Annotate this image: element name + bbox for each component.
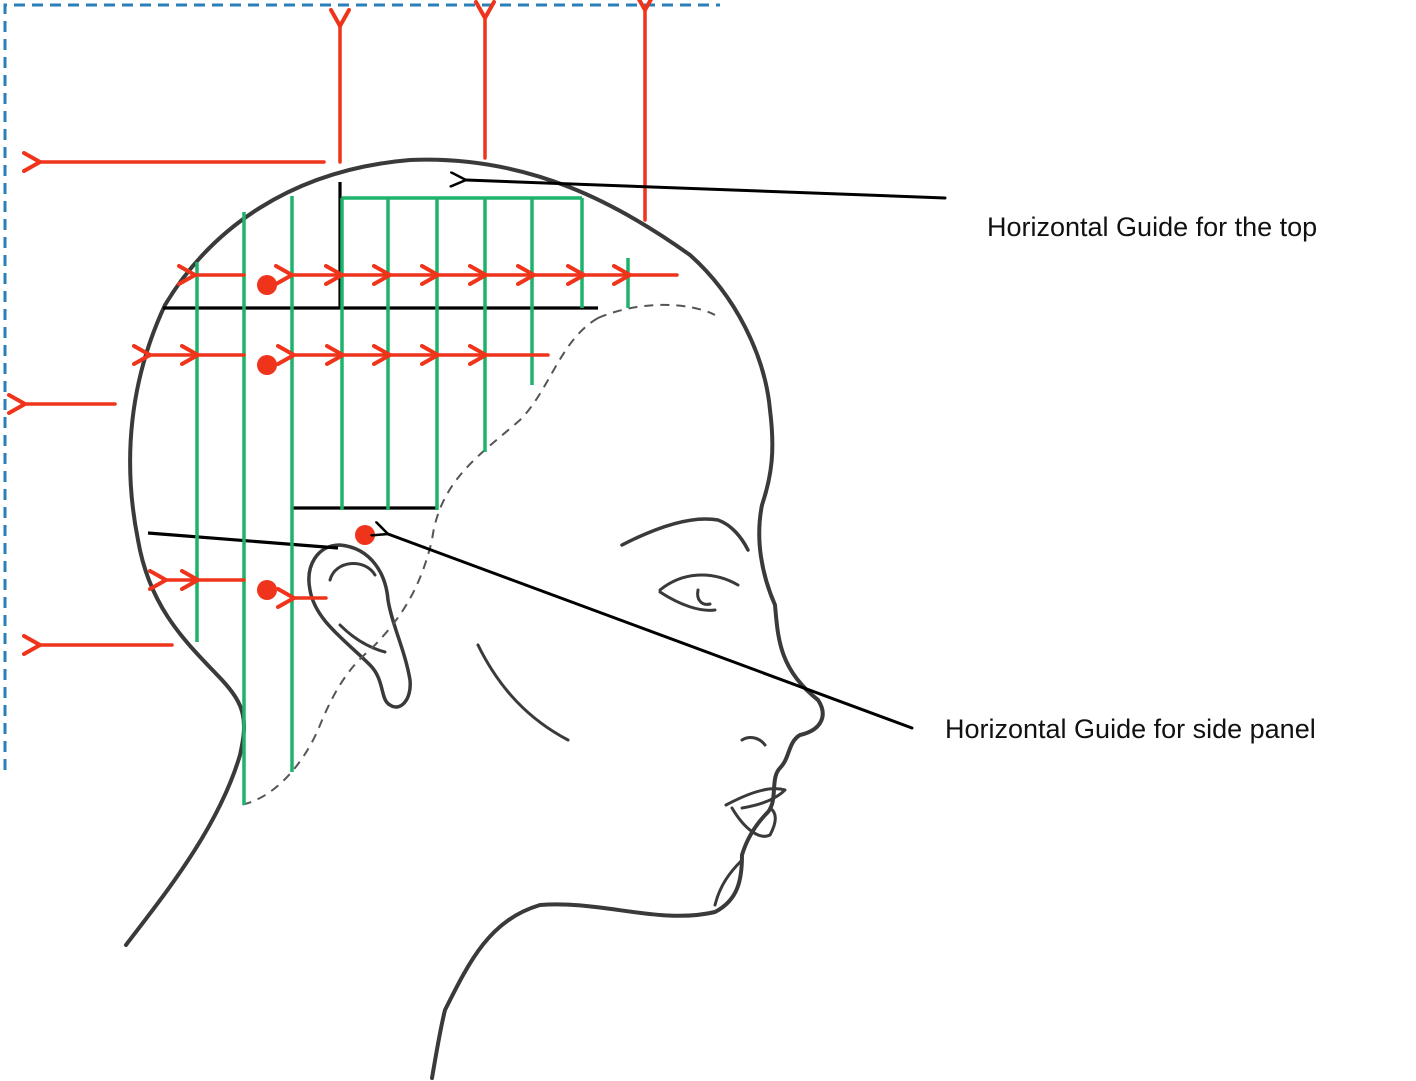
eye: [660, 575, 738, 610]
elevation-arrows: [25, 10, 677, 645]
top-callout-pointer: [466, 180, 945, 198]
ear-inner: [330, 564, 385, 652]
callout-pointers: [388, 180, 945, 728]
eyebrow: [622, 519, 748, 550]
red-dot-icon: [355, 525, 375, 545]
red-dot-icon: [257, 275, 277, 295]
ear: [309, 545, 410, 707]
head-sketch: [126, 160, 823, 1078]
nostril: [742, 738, 765, 745]
red-dot-icon: [257, 355, 277, 375]
hairline-dashed: [240, 305, 715, 805]
cheek-line: [478, 645, 568, 740]
side-guide-label: Horizontal Guide for side panel: [945, 716, 1316, 743]
red-dot-icon: [257, 580, 277, 600]
top-guide-label: Horizontal Guide for the top: [987, 214, 1317, 241]
side-callout-pointer: [388, 534, 912, 728]
head-outline: [126, 160, 823, 1078]
